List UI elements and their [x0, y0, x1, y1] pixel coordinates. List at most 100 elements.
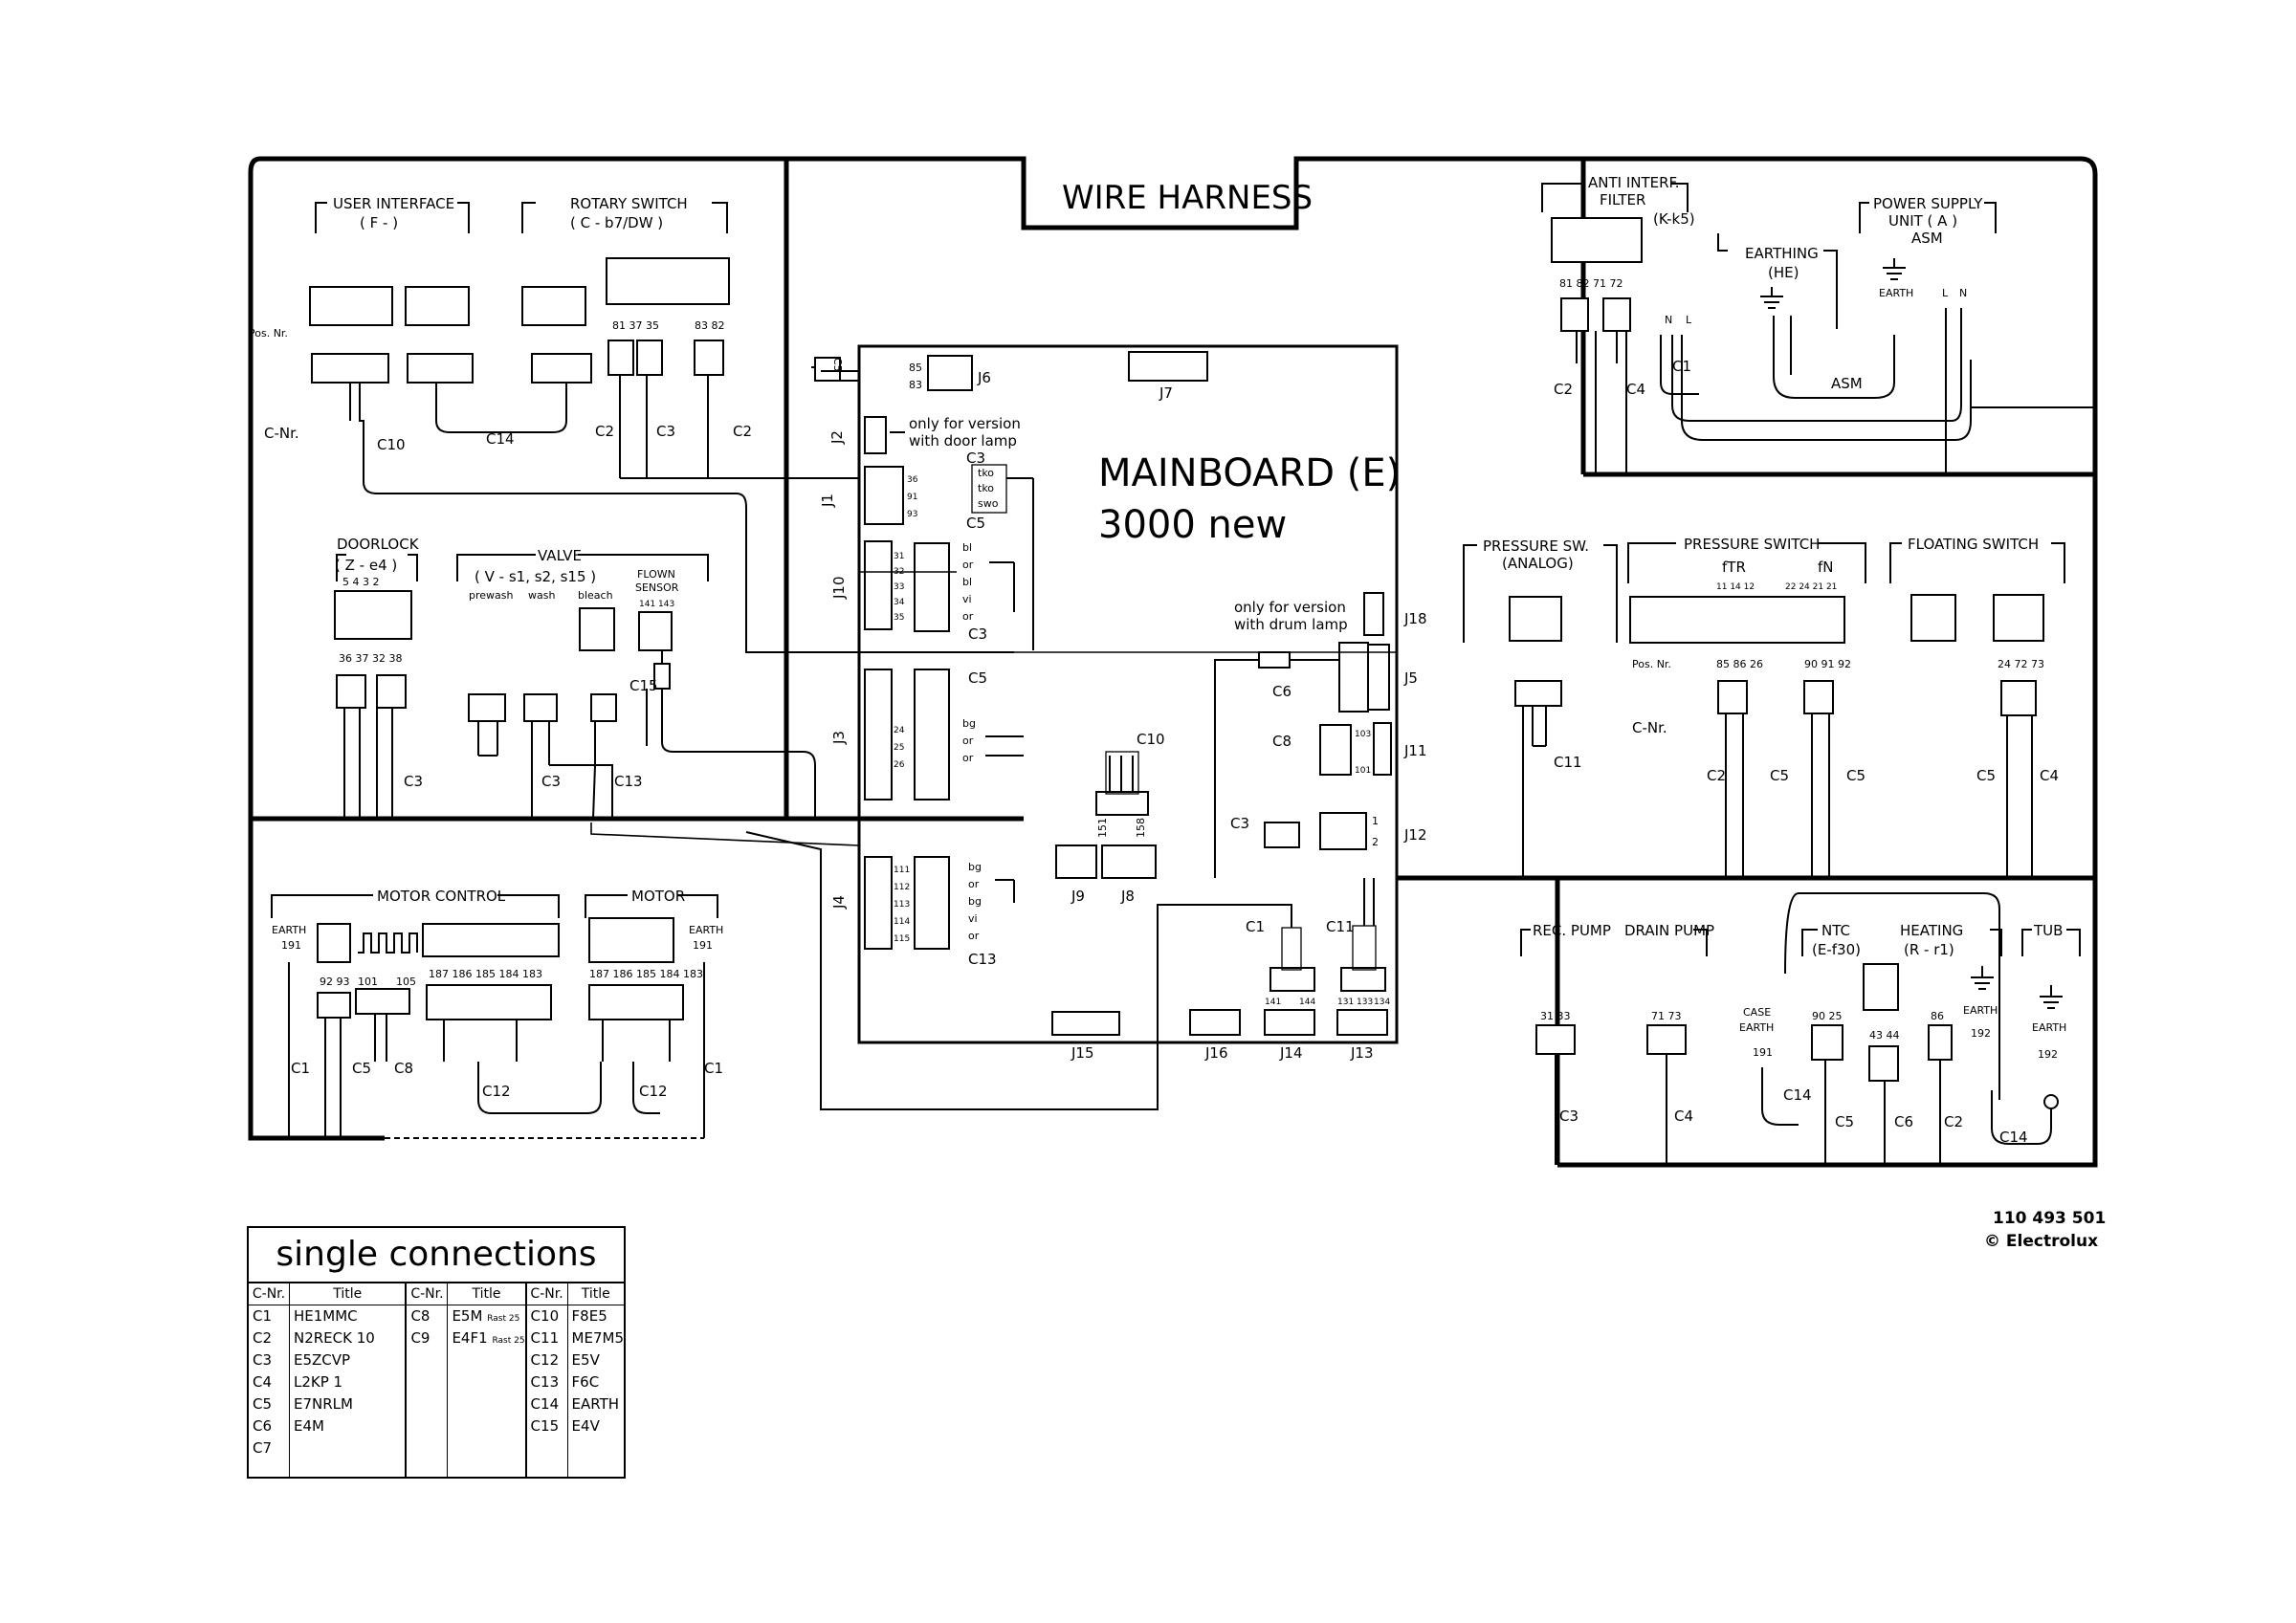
pressure-switch-section: PRESSURE SWITCH fTR fN 11 14 12 22 24 21… [1627, 536, 1866, 878]
cable-c15-label: C15 [629, 677, 658, 694]
j13-pin: 134 [1374, 998, 1390, 1007]
j16-connector [1189, 1009, 1241, 1036]
legend-cell: C3 [253, 1351, 273, 1369]
psu-l: L [1942, 287, 1949, 299]
pressure-switch-pins: 90 91 92 [1804, 658, 1851, 670]
tub-earth: EARTH [2032, 1021, 2066, 1034]
j3-connector [864, 669, 893, 801]
legend-header-title: Title [290, 1283, 406, 1305]
j6-connector [927, 355, 973, 391]
legend-cell: F6C [571, 1373, 600, 1391]
legend-cell: C8 [410, 1307, 430, 1325]
tub-section: TUB EARTH 192 [2021, 922, 2081, 1109]
ntc-code: (E-f30) [1812, 941, 1861, 958]
rotary-connector [521, 286, 586, 326]
cable-c11-label: C12 [482, 1083, 511, 1100]
valve-code: ( V - s1, s2, s15 ) [475, 568, 596, 585]
j4-label: J4 [830, 895, 848, 910]
signal-swo: swo [978, 497, 999, 510]
j18-connector [1363, 592, 1384, 636]
j16-label: J16 [1204, 1044, 1228, 1062]
cable-c4-label: C4 [1674, 1108, 1693, 1125]
cable-c5-label: C5 [831, 358, 844, 372]
valve-prewash: prewash [469, 589, 513, 602]
j13-connector [1336, 1009, 1388, 1036]
power-supply-label: UNIT ( A ) [1888, 212, 1957, 230]
legend-title: single connections [249, 1228, 624, 1283]
legend-cell: C11 [530, 1329, 560, 1347]
j3-pin: 25 [894, 743, 904, 753]
cable-c12-label: C13 [614, 773, 643, 790]
j12-connector [1319, 812, 1367, 850]
anti-interf-label: FILTER [1600, 191, 1645, 208]
drum-lamp-note: only for version [1234, 599, 1346, 616]
j1-pin: 91 [907, 493, 917, 502]
cable-c3-label: C3 [966, 450, 985, 467]
cable-c5-label: C5 [1846, 767, 1866, 784]
j8-pin: 151 [1096, 818, 1109, 838]
legend-cell-sub: Rast 25 [487, 1314, 520, 1324]
asm-label: ASM [1831, 375, 1863, 392]
legend-cell [290, 1437, 405, 1459]
cable-c5-label: C5 [1770, 767, 1789, 784]
j11-pin: 103 [1355, 730, 1371, 739]
j12-pin: 2 [1372, 836, 1379, 848]
j13-label: J13 [1350, 1044, 1374, 1062]
j1-pin: 36 [907, 475, 918, 485]
ui-connector [405, 286, 470, 326]
mains-n: N [1665, 314, 1672, 326]
heating-earth-nr: 192 [1971, 1027, 1991, 1040]
user-interface-section: USER INTERFACE ( F - ) Pos. Nr. C-Nr. C1… [249, 195, 1014, 653]
wire-color: or [962, 752, 974, 764]
cable-c11-label: C12 [639, 1083, 668, 1100]
cable-c3-label: C3 [541, 773, 561, 790]
doorlock-code: ( Z - e4 ) [335, 557, 397, 574]
j3-label: J3 [830, 731, 848, 745]
floating-switch-connector [1910, 594, 1956, 642]
j9-label: J9 [1071, 888, 1085, 905]
valve-section: VALVE ( V - s1, s2, s15 ) prewash wash b… [456, 547, 816, 820]
legend-cell: HE1MMC [294, 1307, 358, 1325]
motor-pins: 187 186 185 184 183 [589, 968, 703, 980]
doorlock-label: DOORLOCK [337, 536, 420, 553]
mains-l: L [1686, 314, 1692, 326]
cable-c12-label: C13 [968, 951, 997, 968]
legend-cell-title: E4F1 [452, 1329, 488, 1347]
legend-column: C-Nr. C1 C2 C3 C4 C5 C6 C7 Title HE1MMC … [249, 1283, 408, 1479]
legend-cell-sub: Rast 25 [492, 1336, 525, 1346]
legend-header-title: Title [448, 1283, 525, 1305]
wire-color: or [968, 930, 980, 942]
j14-pin: 144 [1299, 998, 1315, 1007]
cable-c3-label: C3 [968, 625, 987, 643]
cable-c9-label: C11 [1326, 918, 1355, 935]
cable-c10-label: C10 [377, 436, 406, 453]
motor-earth-nr: 191 [693, 939, 713, 952]
flown-sensor-label: FLOWN [637, 568, 675, 581]
legend-cell: C6 [253, 1417, 273, 1435]
floating-switch-connector [1993, 594, 2044, 642]
j12-label: J12 [1403, 826, 1427, 844]
motor-connector [588, 917, 674, 963]
legend-cell: EARTH [571, 1395, 620, 1413]
pressure-analog-label: (ANALOG) [1502, 555, 1574, 572]
wire-color: or [968, 878, 980, 890]
cable-c4-label: C4 [2040, 767, 2059, 784]
psu-n: N [1959, 287, 1967, 299]
j15-label: J15 [1071, 1044, 1094, 1062]
mainboard: MAINBOARD (E) 3000 new J1 36 91 93 J2 on… [745, 344, 1427, 1110]
legend-header-nr: C-Nr. [407, 1283, 448, 1305]
motor-control-pins: 101 [358, 976, 378, 988]
wire-color: bl [962, 576, 972, 588]
pressure-switch-fn: fN [1818, 559, 1834, 576]
j2-label: J2 [828, 430, 846, 445]
j11-connector [1373, 722, 1392, 776]
legend-cell-title: E5M [452, 1307, 483, 1325]
legend-cell: ME7M5 [571, 1329, 624, 1347]
cable-c5-label: C5 [1835, 1113, 1854, 1130]
rotary-switch-code: ( C - b7/DW ) [570, 214, 663, 231]
j1-pin: 93 [907, 510, 917, 519]
legend-cell: C7 [253, 1439, 273, 1457]
j4-pin: 113 [894, 900, 910, 910]
j15-connector [1051, 1011, 1120, 1036]
rec-pump-pins: 31 33 [1540, 1010, 1571, 1022]
